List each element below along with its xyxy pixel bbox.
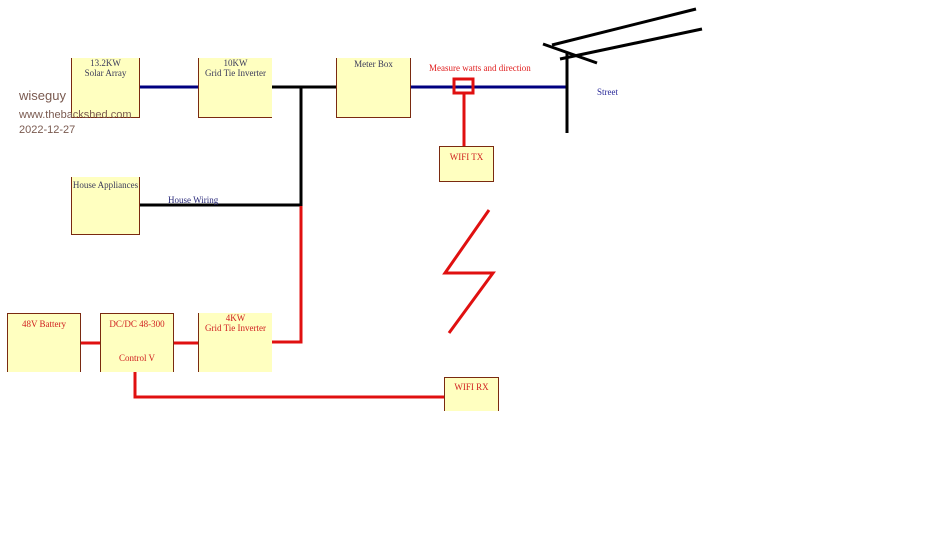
solar-array-box: 13.2KW Solar Array: [71, 58, 140, 118]
author-name: wiseguy: [19, 88, 66, 103]
control-v-wire: [133, 371, 444, 399]
grid-tie-inverter-4kw-box: 4KW Grid Tie Inverter: [198, 313, 272, 372]
inverter4-feed-wire: [271, 206, 303, 344]
control-v-label: Control V: [118, 353, 156, 363]
house-appliances-box: House Appliances: [71, 177, 140, 235]
battery-label: 48V Battery: [21, 319, 67, 329]
solar-power-label: 13.2KW: [90, 58, 121, 68]
pole-crossarm: [542, 42, 598, 65]
wifi-tx-box: WIFI TX: [439, 146, 494, 182]
wifi-lightning-icon: [442, 209, 496, 334]
dcdc-label: DC/DC 48-300: [109, 319, 165, 329]
meter-box-label: Meter Box: [354, 59, 393, 69]
street-line-2: [559, 27, 703, 61]
street-line-1: [551, 7, 697, 47]
dcdc-converter-box: DC/DC 48-300 Control V: [100, 313, 174, 372]
date: 2022-12-27: [19, 124, 76, 136]
site-url: www.thebackshed.com: [19, 109, 132, 121]
wifi-rx-box: WIFI RX: [444, 377, 499, 411]
street-label: Street: [597, 87, 618, 97]
wifi-rx-label: WIFI RX: [454, 382, 489, 392]
solar-name-label: Solar Array: [84, 68, 127, 78]
battery-box: 48V Battery: [7, 313, 81, 372]
grid-tie-inverter-10kw-box: 10KW Grid Tie Inverter: [198, 58, 272, 118]
house-wiring-label: House Wiring: [168, 195, 219, 205]
inverter4-power-label: 4KW: [225, 313, 246, 323]
house-appliances-label: House Appliances: [72, 180, 139, 190]
measure-label: Measure watts and direction: [429, 63, 531, 73]
wifi-tx-label: WIFI TX: [449, 152, 484, 162]
meter-box: Meter Box: [336, 58, 411, 118]
inverter10-name-label: Grid Tie Inverter: [205, 68, 266, 78]
inverter10-power-label: 10KW: [223, 58, 248, 68]
inverter4-name-label: Grid Tie Inverter: [205, 323, 266, 333]
